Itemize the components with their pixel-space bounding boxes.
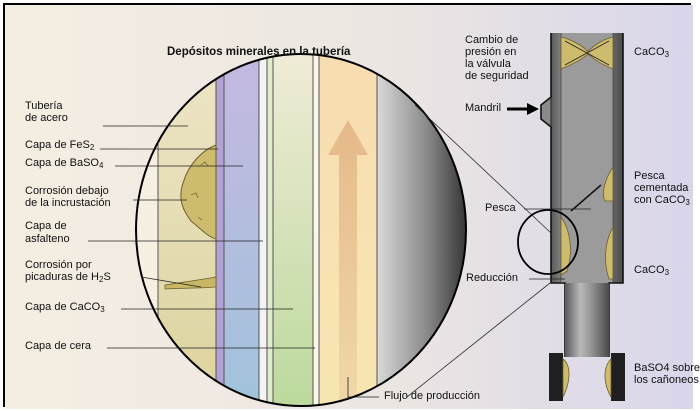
diagram-title: Depósitos minerales en la tubería [167,46,351,58]
label-corrosion-2: de la incrustación [25,197,111,209]
label-pitting-1: Corrosión por [25,259,92,271]
label-asphaltene-2: asfalteno [25,233,70,245]
label-baso4-perforations-2: los cañoneos [634,374,699,386]
label-cemented-fish-3: con CaCO3 [634,194,690,207]
label-valve-3: la válvula [465,58,511,70]
label-fish: Pesca [485,202,516,214]
label-pitting-2: picaduras de H2S [25,271,111,284]
label-caco3-top: CaCO3 [634,46,670,59]
magnifier-outline [135,53,467,407]
well-pipe [540,33,625,401]
label-cemented-fish-2: cementada [634,182,689,194]
label-baso4: Capa de BaSO4 [25,157,104,170]
zoom-connectors [406,104,552,398]
label-steel-pipe-2: de acero [25,112,68,124]
diagram-canvas [5,5,693,409]
label-valve-4: de seguridad [465,70,529,82]
label-valve-2: presión en [465,46,517,58]
right-leaders [524,208,591,280]
label-restriction: Reducción [466,272,518,284]
label-caco3-mid: CaCO3 [634,264,670,277]
mandrel-arrow [507,103,539,115]
label-baso4-perforations-1: BaSO4 sobre [634,362,700,374]
label-steel-pipe-1: Tubería [25,100,63,112]
label-wax: Capa de cera [25,340,92,352]
restriction-circle [517,209,579,275]
label-caco3: Capa de CaCO3 [25,301,105,314]
label-mandrel: Mandril [465,102,502,114]
label-asphaltene-1: Capa de [25,220,67,232]
label-corrosion-1: Corrosión debajo [25,185,109,197]
label-valve-1: Cambio de [465,34,519,46]
label-cemented-fish-1: Pesca [634,170,665,182]
label-production-flow: Flujo de producción [384,390,481,402]
leader-lines [88,125,379,398]
label-fes2: Capa de FeS2 [25,139,95,152]
magnified-section [136,54,466,406]
diagram-frame: Depósitos minerales en la tubería Tuberí… [3,3,700,409]
